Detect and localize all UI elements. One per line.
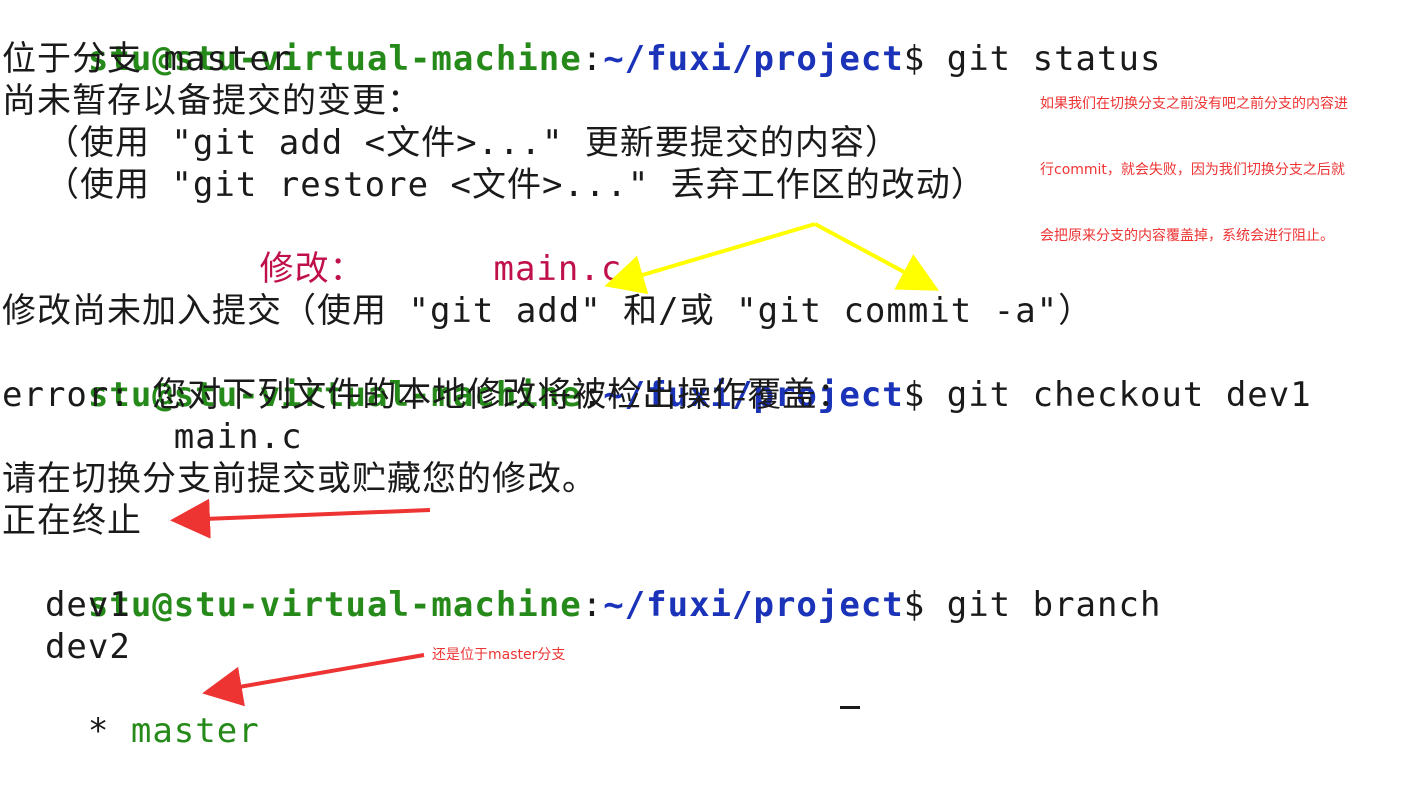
modified-file-line: 修改： main.c xyxy=(2,206,622,289)
output-line: （使用 "git add <文件>..." 更新要提交的内容） xyxy=(2,123,900,163)
command-text: git checkout dev1 xyxy=(925,375,1312,415)
prompt-user-host: stu@stu-virtual-machine xyxy=(87,585,582,625)
prompt-dollar: $ xyxy=(903,39,926,79)
text-cursor xyxy=(840,706,860,709)
prompt-dollar: $ xyxy=(903,585,926,625)
prompt-colon: : xyxy=(581,39,604,79)
annotation-note-line: 行commit，就会失败，因为我们切换分支之后就 xyxy=(1040,162,1345,178)
prompt-user-host: stu@stu-virtual-machine xyxy=(87,39,582,79)
current-branch-name: master xyxy=(130,711,260,751)
branch-list-item: dev2 xyxy=(2,627,131,667)
prompt-user-host: stu@stu-virtual-machine xyxy=(87,375,582,415)
prompt-line-git-status: stu@stu-virtual-machine:~/fuxi/project$ … xyxy=(2,0,1161,79)
output-line: 尚未暂存以备提交的变更： xyxy=(2,81,422,121)
aborting-line: 正在终止 xyxy=(2,501,142,541)
error-line: error: 您对下列文件的本地修改将被检出操作覆盖： xyxy=(2,375,853,415)
output-line: main.c xyxy=(2,417,303,457)
modified-label: 修改： xyxy=(87,249,365,289)
prompt-path: ~/fuxi/project xyxy=(603,39,904,79)
prompt-colon: : xyxy=(581,585,604,625)
output-line: （使用 "git restore <文件>..." 丢弃工作区的改动） xyxy=(2,165,986,205)
prompt-colon: : xyxy=(581,375,604,415)
annotation-note-line: 会把原来分支的内容覆盖掉，系统会进行阻止。 xyxy=(1040,228,1334,244)
annotation-note-commit-warning: 如果我们在切换分支之前没有吧之前分支的内容进 行commit，就会失败，因为我们… xyxy=(1040,49,1348,269)
prompt-line-git-branch: stu@stu-virtual-machine:~/fuxi/project$ … xyxy=(2,542,1161,625)
command-text: git status xyxy=(925,39,1162,79)
current-branch-marker: * xyxy=(87,711,131,751)
output-line: 位于分支 master xyxy=(2,39,293,79)
current-branch-line: * master xyxy=(2,668,260,751)
output-line: 请在切换分支前提交或贮藏您的修改。 xyxy=(2,459,597,499)
output-line: 修改尚未加入提交（使用 "git add" 和/或 "git commit -a… xyxy=(2,291,1094,331)
modified-file-name: main.c xyxy=(364,249,623,289)
prompt-path: ~/fuxi/project xyxy=(603,375,904,415)
command-text: git branch xyxy=(925,585,1162,625)
prompt-line-git-checkout: stu@stu-virtual-machine:~/fuxi/project$ … xyxy=(2,332,1312,415)
prompt-path: ~/fuxi/project xyxy=(603,585,904,625)
annotation-note-line: 如果我们在切换分支之前没有吧之前分支的内容进 xyxy=(1040,96,1348,112)
branch-list-item: dev1 xyxy=(2,585,131,625)
annotation-note-still-master: 还是位于master分支 xyxy=(432,647,566,663)
prompt-dollar: $ xyxy=(903,375,926,415)
